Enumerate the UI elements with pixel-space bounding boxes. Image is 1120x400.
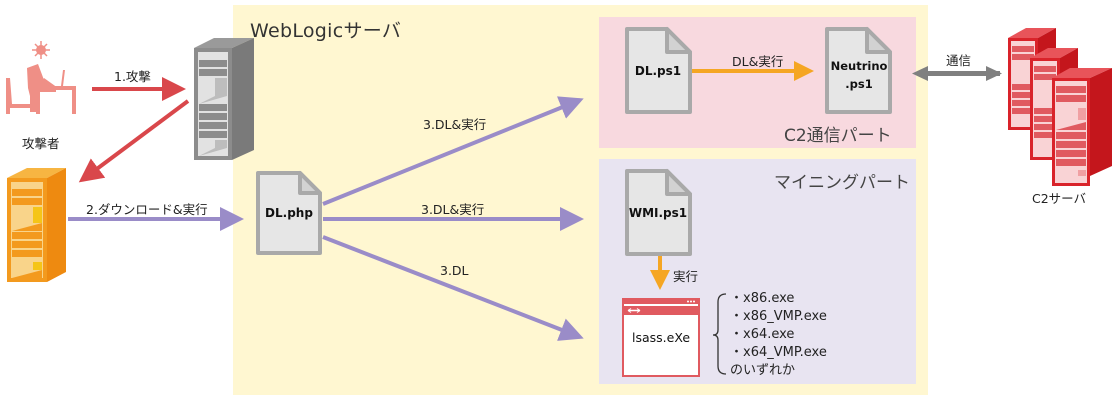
download-server-icon	[7, 168, 66, 282]
c2-server-cluster-icon	[1008, 28, 1112, 186]
brace-icon	[712, 293, 727, 375]
lsass-exe-filename: lsass.eXe	[631, 330, 691, 345]
dl-exec-inner-label: DL&実行	[732, 54, 784, 69]
communication-label: 通信	[946, 53, 972, 68]
victim-server-icon	[194, 38, 254, 160]
exec-label: 実行	[673, 269, 699, 284]
dl-ps1-filename: DL.ps1	[634, 64, 682, 78]
dl-php-file-icon	[256, 171, 322, 255]
weblogic-server-title: WebLogicサーバ	[250, 20, 402, 42]
dl-exec-to-c2-arrow	[322, 96, 584, 206]
attacker-icon	[6, 41, 76, 114]
instruct-download-arrow	[78, 99, 190, 183]
exe-variant-item: ・x86.exe	[730, 291, 795, 306]
attack-label: 1.攻撃	[114, 69, 151, 84]
lsass-window-icon	[622, 298, 700, 377]
wmi-ps1-filename: WMI.ps1	[628, 206, 688, 220]
attacker-label: 攻撃者	[22, 136, 60, 151]
download-exec-label: 2.ダウンロード&実行	[86, 202, 208, 217]
dl-exec-c2-label: 3.DL&実行	[423, 117, 487, 132]
communication-arrow	[912, 66, 1002, 81]
neutrino-filename-line1: Neutrino	[830, 59, 888, 73]
c2-server-label: C2サーバ	[1032, 191, 1087, 206]
dl-php-filename: DL.php	[265, 206, 313, 220]
c2-part-title: C2通信パート	[784, 126, 892, 146]
exe-variant-list: ・x86.exe ・x86_VMP.exe ・x64.exe ・x64_VMP.…	[730, 290, 827, 380]
dl-exec-wmi-label: 3.DL&実行	[421, 202, 485, 217]
dl-to-lsass-arrow	[322, 235, 584, 341]
neutrino-filename-line2: .ps1	[845, 77, 873, 91]
mining-part-title: マイニングパート	[774, 173, 910, 193]
exe-variant-item: ・x64_VMP.exe	[730, 345, 827, 360]
exe-variant-suffix: のいずれか	[730, 363, 796, 378]
neutrino-ps1-file-icon	[825, 27, 892, 114]
exe-variant-item: ・x64.exe	[730, 327, 795, 342]
wmi-ps1-file-icon	[625, 169, 692, 256]
dl-ps1-file-icon	[625, 27, 692, 114]
dl-only-label: 3.DL	[440, 263, 469, 278]
exe-variant-item: ・x86_VMP.exe	[730, 309, 827, 324]
